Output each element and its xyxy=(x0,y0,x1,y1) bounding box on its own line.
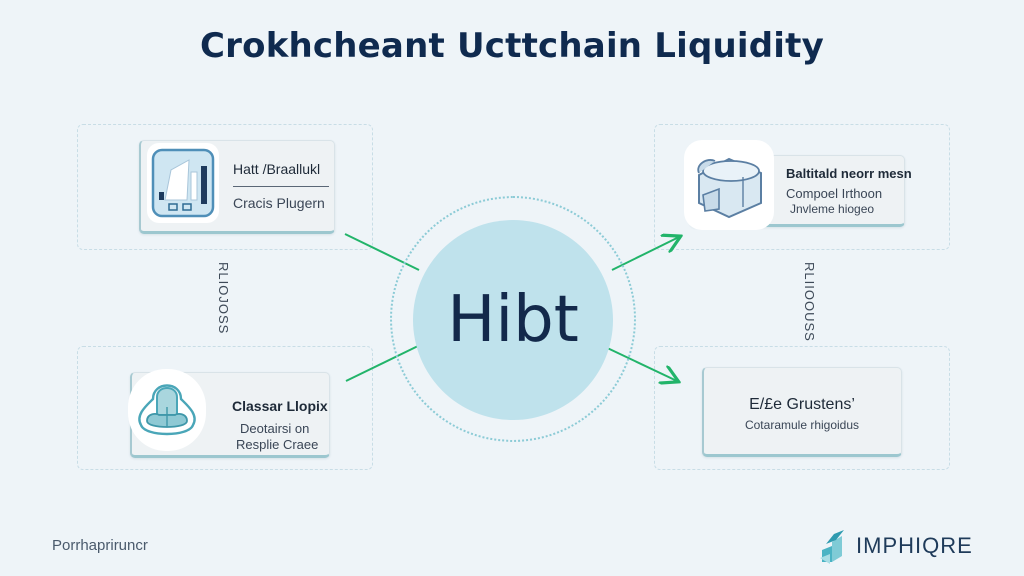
node-title: Classar Llopix xyxy=(232,398,328,414)
node-card-bottom-left[interactable]: Classar Llopix Deotairsi on Resplie Crae… xyxy=(128,369,330,458)
node-subtitle-line1: Compoel Irthoon xyxy=(786,186,883,201)
node-title: E/£e Grustens’ xyxy=(749,396,855,413)
side-label-right: RLIIOOUSS xyxy=(802,262,817,342)
node-card-top-left[interactable]: Hatt /Braallukl Cracis Plugern xyxy=(139,140,335,234)
node-title: Hatt /Braallukl xyxy=(233,161,321,177)
brand-logo[interactable]: IMPHIQRE xyxy=(818,528,973,564)
pool-icon xyxy=(128,369,206,451)
side-label-left: RLIOJOSS xyxy=(216,262,231,335)
brand-name: IMPHIQRE xyxy=(856,533,973,558)
node-card-bottom-right[interactable]: E/£e Grustens’ Cotaramule rhigoidus xyxy=(702,367,902,457)
hub-label: Hibt xyxy=(447,283,579,357)
hub-circle: Hibt xyxy=(413,220,613,420)
node-divider xyxy=(233,186,329,187)
panel-top-right xyxy=(654,124,950,250)
panel-bottom-right xyxy=(654,346,950,470)
panel-top-left xyxy=(77,124,373,250)
node-subtitle: Cotaramule rhigoidus xyxy=(744,418,860,432)
node-card-top-right[interactable]: Baltitald neorr mesn Compoel Irthoon Jnv… xyxy=(684,140,912,230)
node-subtitle-line2: Jnvleme hiogeo xyxy=(790,202,875,216)
node-subtitle-line1: Deotairsi on xyxy=(240,421,310,436)
brand-book-icon xyxy=(820,530,844,564)
node-title: Baltitald neorr mesn xyxy=(786,166,912,181)
hub-dotted-ring xyxy=(390,196,636,442)
building-icon xyxy=(147,143,219,223)
box-icon xyxy=(684,140,774,230)
panel-bottom-left xyxy=(77,346,373,470)
footer-caption: Porrhapriruncr xyxy=(52,537,148,554)
node-subtitle-line2: Resplie Craee xyxy=(236,437,319,452)
node-subtitle: Cracis Plugern xyxy=(233,195,325,211)
diagram-title: Crokhcheant Ucttchain Liquidity xyxy=(200,26,824,66)
